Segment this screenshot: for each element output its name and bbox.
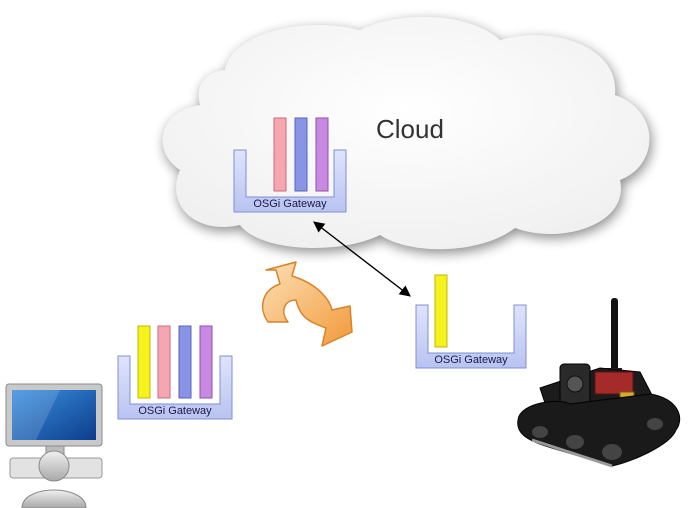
migration-arrow-icon bbox=[261, 261, 353, 347]
bundle-bar bbox=[137, 325, 151, 399]
cloud bbox=[162, 16, 652, 254]
robot-gateway-label: OSGi Gateway bbox=[434, 354, 508, 366]
bundle-bar bbox=[315, 117, 329, 192]
gateway-tray bbox=[415, 304, 527, 369]
computer-user-icon bbox=[5, 383, 103, 508]
bundle-bar bbox=[434, 274, 448, 348]
bundle-bar bbox=[178, 325, 192, 399]
robot-gateway bbox=[415, 274, 527, 369]
cloud-gateway-label: OSGi Gateway bbox=[253, 198, 327, 210]
cloud-label: Cloud bbox=[376, 114, 444, 144]
robot-icon bbox=[517, 298, 681, 468]
bundle-bar bbox=[157, 325, 171, 399]
bundle-bar bbox=[199, 325, 213, 399]
bundle-bar bbox=[294, 117, 308, 192]
gateway-tray bbox=[117, 355, 233, 420]
cloud-gateway bbox=[233, 117, 347, 213]
gateway-tray bbox=[233, 149, 347, 213]
pc-gateway-label: OSGi Gateway bbox=[138, 405, 212, 417]
bundle-bar bbox=[273, 117, 287, 192]
pc-gateway bbox=[117, 325, 233, 420]
bidirectional-arrow-icon bbox=[313, 221, 411, 297]
